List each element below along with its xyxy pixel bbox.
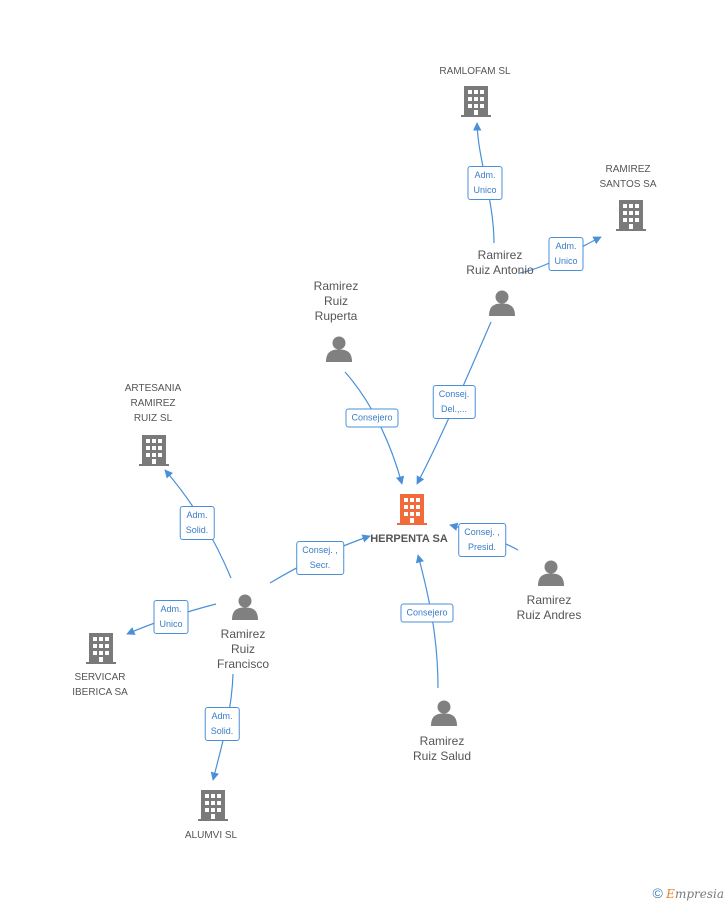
edge-label-line: Unico <box>554 256 578 266</box>
edge-label-line: Solid. <box>210 726 234 736</box>
edge-label-line: Unico <box>159 619 183 629</box>
node-label-ruiz-andres[interactable]: Ramirez Ruiz Andres <box>517 593 582 623</box>
building-icon-alumvi[interactable] <box>198 790 228 821</box>
edge-label-line: Adm. <box>555 241 577 251</box>
edge-label-antonio-ramlofam[interactable]: Adm. Unico <box>467 166 503 200</box>
edge-label-line: Adm. <box>474 170 496 180</box>
building-icon-artesania[interactable] <box>139 435 169 466</box>
node-label-artesania[interactable]: ARTESANIA RAMIREZ RUIZ SL <box>125 381 182 426</box>
node-label-ruiz-antonio[interactable]: Ramirez Ruiz Antonio <box>466 248 533 278</box>
edge-label-line: Adm. <box>160 604 182 614</box>
node-label-ruiz-salud[interactable]: Ramirez Ruiz Salud <box>413 734 471 764</box>
brand-rest: mpresia <box>674 887 724 901</box>
edge-label-line: Adm. <box>186 510 208 520</box>
node-label-line: IBERICA SA <box>72 687 128 698</box>
node-label-line: Ruiz Salud <box>412 749 472 763</box>
edge-label-ruperta-herpenta[interactable]: Consejero <box>345 408 399 428</box>
edge-label-francisco-herpenta[interactable]: Consej. , Secr. <box>296 541 344 575</box>
edge-label-line: Consejero <box>351 412 393 423</box>
node-label-line: Ramirez <box>419 734 465 748</box>
edge-label-francisco-servicar[interactable]: Adm. Unico <box>153 600 189 634</box>
edge-label-line: Secr. <box>309 560 331 570</box>
node-label-line: Ruperta <box>314 309 358 323</box>
node-label-text: RAMLOFAM SL <box>439 66 511 77</box>
person-icon-ruiz-andres[interactable] <box>538 560 564 587</box>
edge-label-line: Del.,... <box>440 404 468 414</box>
node-label-herpenta[interactable]: HERPENTA SA <box>370 532 448 546</box>
edge-label-francisco-alumvi[interactable]: Adm. Solid. <box>204 707 240 741</box>
copyright-icon: © <box>652 885 663 901</box>
node-label-line: Ruiz <box>230 642 256 656</box>
edge-label-francisco-artesania[interactable]: Adm. Solid. <box>179 506 215 540</box>
building-icon-herpenta[interactable] <box>397 494 427 525</box>
node-label-alumvi[interactable]: ALUMVI SL <box>185 828 237 843</box>
person-icon-ruiz-ruperta[interactable] <box>326 336 352 363</box>
building-icon-ramlofam[interactable] <box>461 86 491 117</box>
person-icon-ruiz-antonio[interactable] <box>489 290 515 317</box>
node-label-line: RAMIREZ <box>605 164 651 175</box>
node-label-line: RAMIREZ <box>130 398 176 409</box>
person-icon-ruiz-francisco[interactable] <box>232 594 258 621</box>
node-label-ruiz-ruperta[interactable]: Ramirez Ruiz Ruperta <box>314 279 359 324</box>
node-label-servicar[interactable]: SERVICAR IBERICA SA <box>72 670 128 700</box>
edge-label-line: Unico <box>473 185 497 195</box>
node-label-ramlofam[interactable]: RAMLOFAM SL <box>439 64 510 79</box>
node-label-line: Ruiz Antonio <box>466 263 534 277</box>
edge-label-line: Consej. <box>438 389 470 399</box>
node-label-text: ALUMVI SL <box>184 830 238 841</box>
node-label-line: Ramirez <box>220 627 266 641</box>
brand-first-letter: E <box>666 887 675 901</box>
edge-label-line: Presid. <box>467 542 496 552</box>
edge-label-line: Consejero <box>406 607 448 618</box>
building-icon-ramirez-santos[interactable] <box>616 200 646 231</box>
node-label-text: HERPENTA SA <box>370 533 448 545</box>
edge-label-antonio-santos[interactable]: Adm. Unico <box>548 237 584 271</box>
edge-label-andres-herpenta[interactable]: Consej. , Presid. <box>458 523 506 557</box>
node-label-ramirez-santos[interactable]: RAMIREZ SANTOS SA <box>599 162 656 192</box>
node-label-line: Ramirez <box>526 593 572 607</box>
edge-label-line: Consej. , <box>464 527 500 537</box>
person-icon-ruiz-salud[interactable] <box>431 700 457 727</box>
edge-label-line: Solid. <box>185 525 209 535</box>
node-label-line: ARTESANIA <box>124 383 182 394</box>
brand-logo: Empresia <box>666 887 724 901</box>
node-label-line: Francisco <box>216 657 270 671</box>
node-label-ruiz-francisco[interactable]: Ramirez Ruiz Francisco <box>217 627 269 672</box>
edge-label-line: Adm. <box>211 711 233 721</box>
node-label-line: SERVICAR <box>74 672 126 683</box>
edge-label-salud-herpenta[interactable]: Consejero <box>400 603 454 623</box>
building-icon-servicar[interactable] <box>86 633 116 664</box>
node-label-line: RUIZ SL <box>133 413 173 424</box>
edge-label-line: Consej. , <box>302 545 338 555</box>
node-label-line: Ruiz <box>323 294 349 308</box>
edge-ruperta-herpenta <box>344 371 405 485</box>
node-label-line: Ramirez <box>313 279 359 293</box>
node-label-line: SANTOS SA <box>599 179 657 190</box>
node-label-line: Ramirez <box>477 248 523 262</box>
footer-brand[interactable]: © Empresia <box>653 885 725 901</box>
node-label-line: Ruiz Andres <box>516 608 582 622</box>
edge-label-antonio-herpenta[interactable]: Consej. Del.,... <box>432 385 476 419</box>
